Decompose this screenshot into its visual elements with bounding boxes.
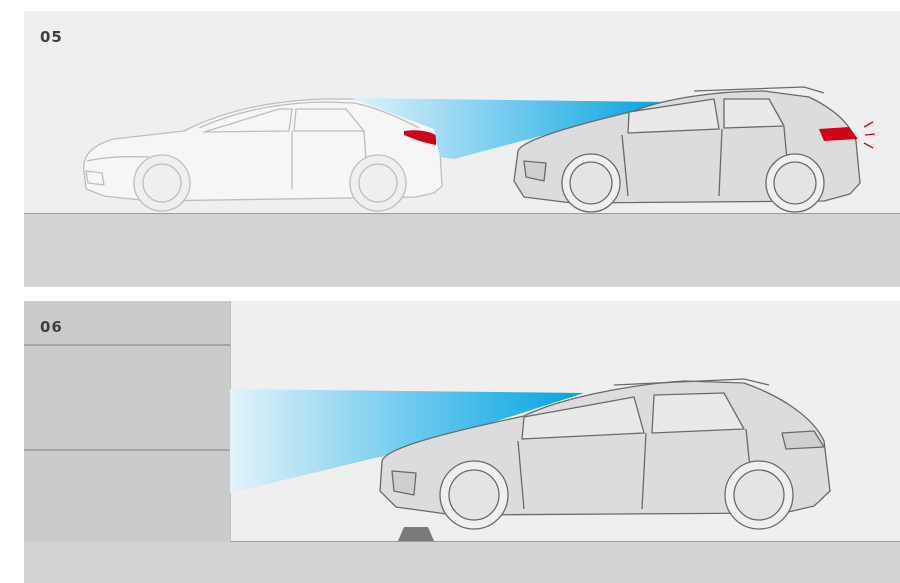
scene-label: 06 (40, 318, 63, 336)
suv-brake-light-rays (864, 122, 875, 148)
scene-06-panel: 06 (24, 301, 900, 583)
sedan-icon (84, 99, 442, 211)
scene-05-panel: 05 (24, 11, 900, 287)
scene-label: 05 (40, 28, 63, 46)
scene-05-illustration (24, 11, 900, 287)
parking-block-icon (398, 527, 434, 541)
scene-06-illustration (24, 301, 900, 583)
